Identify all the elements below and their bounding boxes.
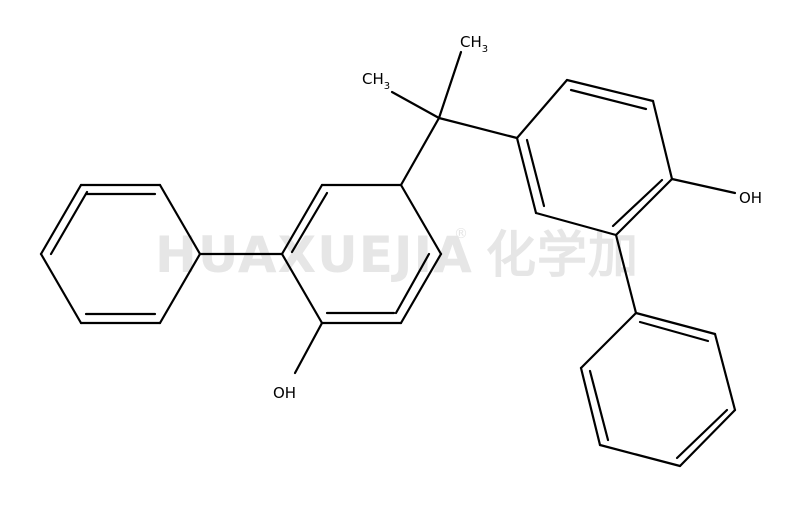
right-phenyl-ring xyxy=(579,311,737,468)
watermark-registered-mark: ® xyxy=(454,226,468,242)
right-phenol-ring xyxy=(515,78,674,237)
central-carbon-bonds xyxy=(390,50,519,187)
right-oh-bond xyxy=(670,177,737,195)
right-biphenyl-bond xyxy=(614,233,638,315)
hydroxyl-label-right: OH xyxy=(739,189,762,207)
hydroxyl-label-bottom: OH xyxy=(273,384,296,402)
methyl-label-top: CH3 xyxy=(460,33,488,55)
watermark-chinese: 化学加 xyxy=(486,226,639,284)
left-oh-bond xyxy=(293,321,324,375)
left-phenol-ring xyxy=(280,183,443,325)
left-phenyl-ring xyxy=(39,183,202,325)
methyl-label-left: CH3 xyxy=(362,70,390,92)
